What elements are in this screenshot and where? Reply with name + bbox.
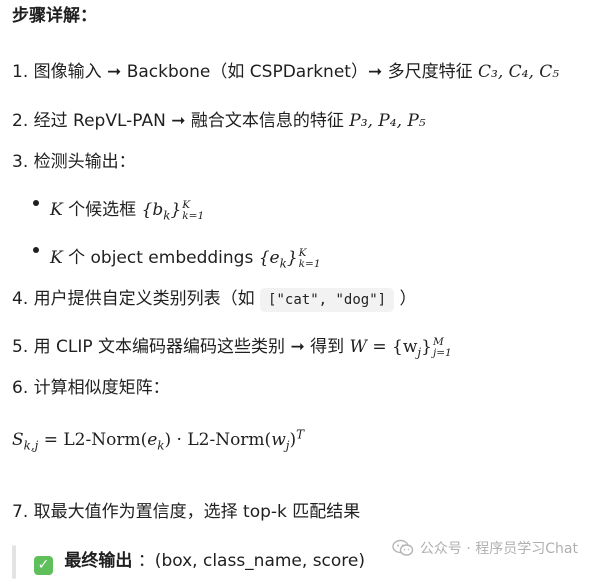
step-number: 4. (12, 289, 29, 309)
bullet-dot (33, 200, 39, 206)
section-title: 步骤详解： (12, 6, 97, 26)
step-3: 3. 检测头输出： (12, 150, 136, 174)
step-number: 7. (12, 502, 29, 522)
bullet-dot (33, 247, 39, 253)
step-text-end: ） (399, 289, 417, 309)
step-2: 2. 经过 RepVL-PAN ➞ 融合文本信息的特征 P₃, P₄, P₅ (12, 109, 426, 133)
inline-code: ["cat", "dog"] (260, 288, 395, 312)
step-text: 计算相似度矩阵： (33, 378, 170, 398)
wechat-icon (392, 539, 414, 556)
math-k: K (50, 248, 63, 268)
step-number: 1. (12, 62, 29, 82)
quote-bar (12, 545, 16, 579)
step-text: 取最大值作为置信度，选择 top-k 匹配结果 (33, 502, 361, 522)
step-text: 用户提供自定义类别列表（如 (33, 289, 255, 309)
step-4: 4. 用户提供自定义类别列表（如 ["cat", "dog"] ） (12, 287, 416, 312)
step-text: 用 CLIP 文本编码器编码这些类别 ➞ 得到 (33, 337, 345, 357)
final-output: ✓ 最终输出 ：(box, class_name, score) (34, 549, 365, 575)
step-7: 7. 取最大值作为置信度，选择 top-k 匹配结果 (12, 500, 360, 524)
bullet-text: 个候选框 (68, 200, 137, 220)
final-label: 最终输出 (64, 551, 133, 571)
math-k: K (50, 200, 63, 220)
final-text: ：(box, class_name, score) (137, 551, 366, 571)
step-number: 2. (12, 111, 29, 131)
step-text: 检测头输出： (33, 152, 136, 172)
watermark-text: 公众号 · 程序员学习Chat (419, 541, 578, 557)
step-number: 6. (12, 378, 29, 398)
step-number: 5. (12, 337, 29, 357)
step-math: P₃, P₄, P₅ (349, 111, 426, 131)
bullet-text: 个 object embeddings (68, 248, 254, 268)
similarity-formula: Sk,j = L2-Norm(ek) · L2-Norm(wj)T (12, 427, 305, 453)
watermark: 公众号 · 程序员学习Chat (392, 538, 578, 558)
step-text: 经过 RepVL-PAN ➞ 融合文本信息的特征 (33, 111, 344, 131)
step-number: 3. (12, 152, 29, 172)
step-text: 图像输入 ➞ Backbone（如 CSPDarknet）➞ 多尺度特征 (33, 62, 473, 82)
step-math: C₃, C₄, C₅ (478, 62, 560, 82)
step-6: 6. 计算相似度矩阵： (12, 376, 170, 400)
step-1: 1. 图像输入 ➞ Backbone（如 CSPDarknet）➞ 多尺度特征 … (12, 60, 559, 84)
check-icon: ✓ (34, 556, 53, 575)
